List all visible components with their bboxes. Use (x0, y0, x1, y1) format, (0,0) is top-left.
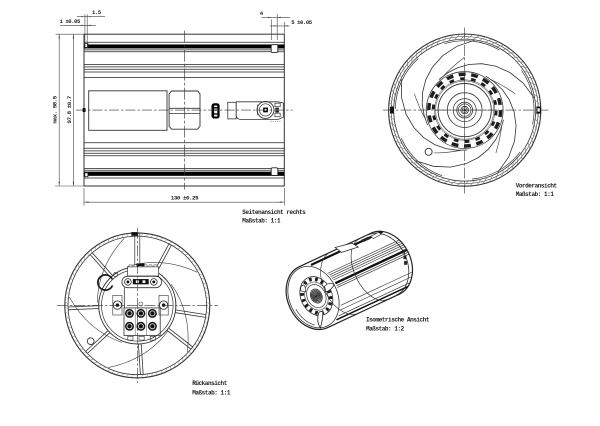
svg-text:130 ±0.25: 130 ±0.25 (171, 195, 199, 202)
svg-text:Maßstab: 1:2: Maßstab: 1:2 (366, 325, 405, 332)
svg-text:97.8 ±0.7: 97.8 ±0.7 (66, 95, 73, 123)
svg-text:5 ±0.05: 5 ±0.05 (291, 19, 312, 26)
svg-text:Maßstab: 1:1: Maßstab: 1:1 (192, 390, 231, 397)
svg-text:Isometrische Ansicht: Isometrische Ansicht (366, 317, 430, 324)
svg-text:Vorderansicht: Vorderansicht (516, 182, 558, 189)
svg-text:max. 98.5: max. 98.5 (51, 95, 58, 123)
svg-text:Seitenansicht rechts: Seitenansicht rechts (242, 209, 306, 216)
svg-text:Maßstab: 1:1: Maßstab: 1:1 (242, 218, 281, 225)
svg-text:Maßstab: 1:1: Maßstab: 1:1 (516, 191, 555, 198)
svg-text:1 ±0.05: 1 ±0.05 (60, 18, 81, 25)
svg-text:4: 4 (260, 10, 264, 17)
svg-text:Rückansicht: Rückansicht (192, 380, 228, 387)
svg-text:1.5: 1.5 (92, 9, 102, 16)
